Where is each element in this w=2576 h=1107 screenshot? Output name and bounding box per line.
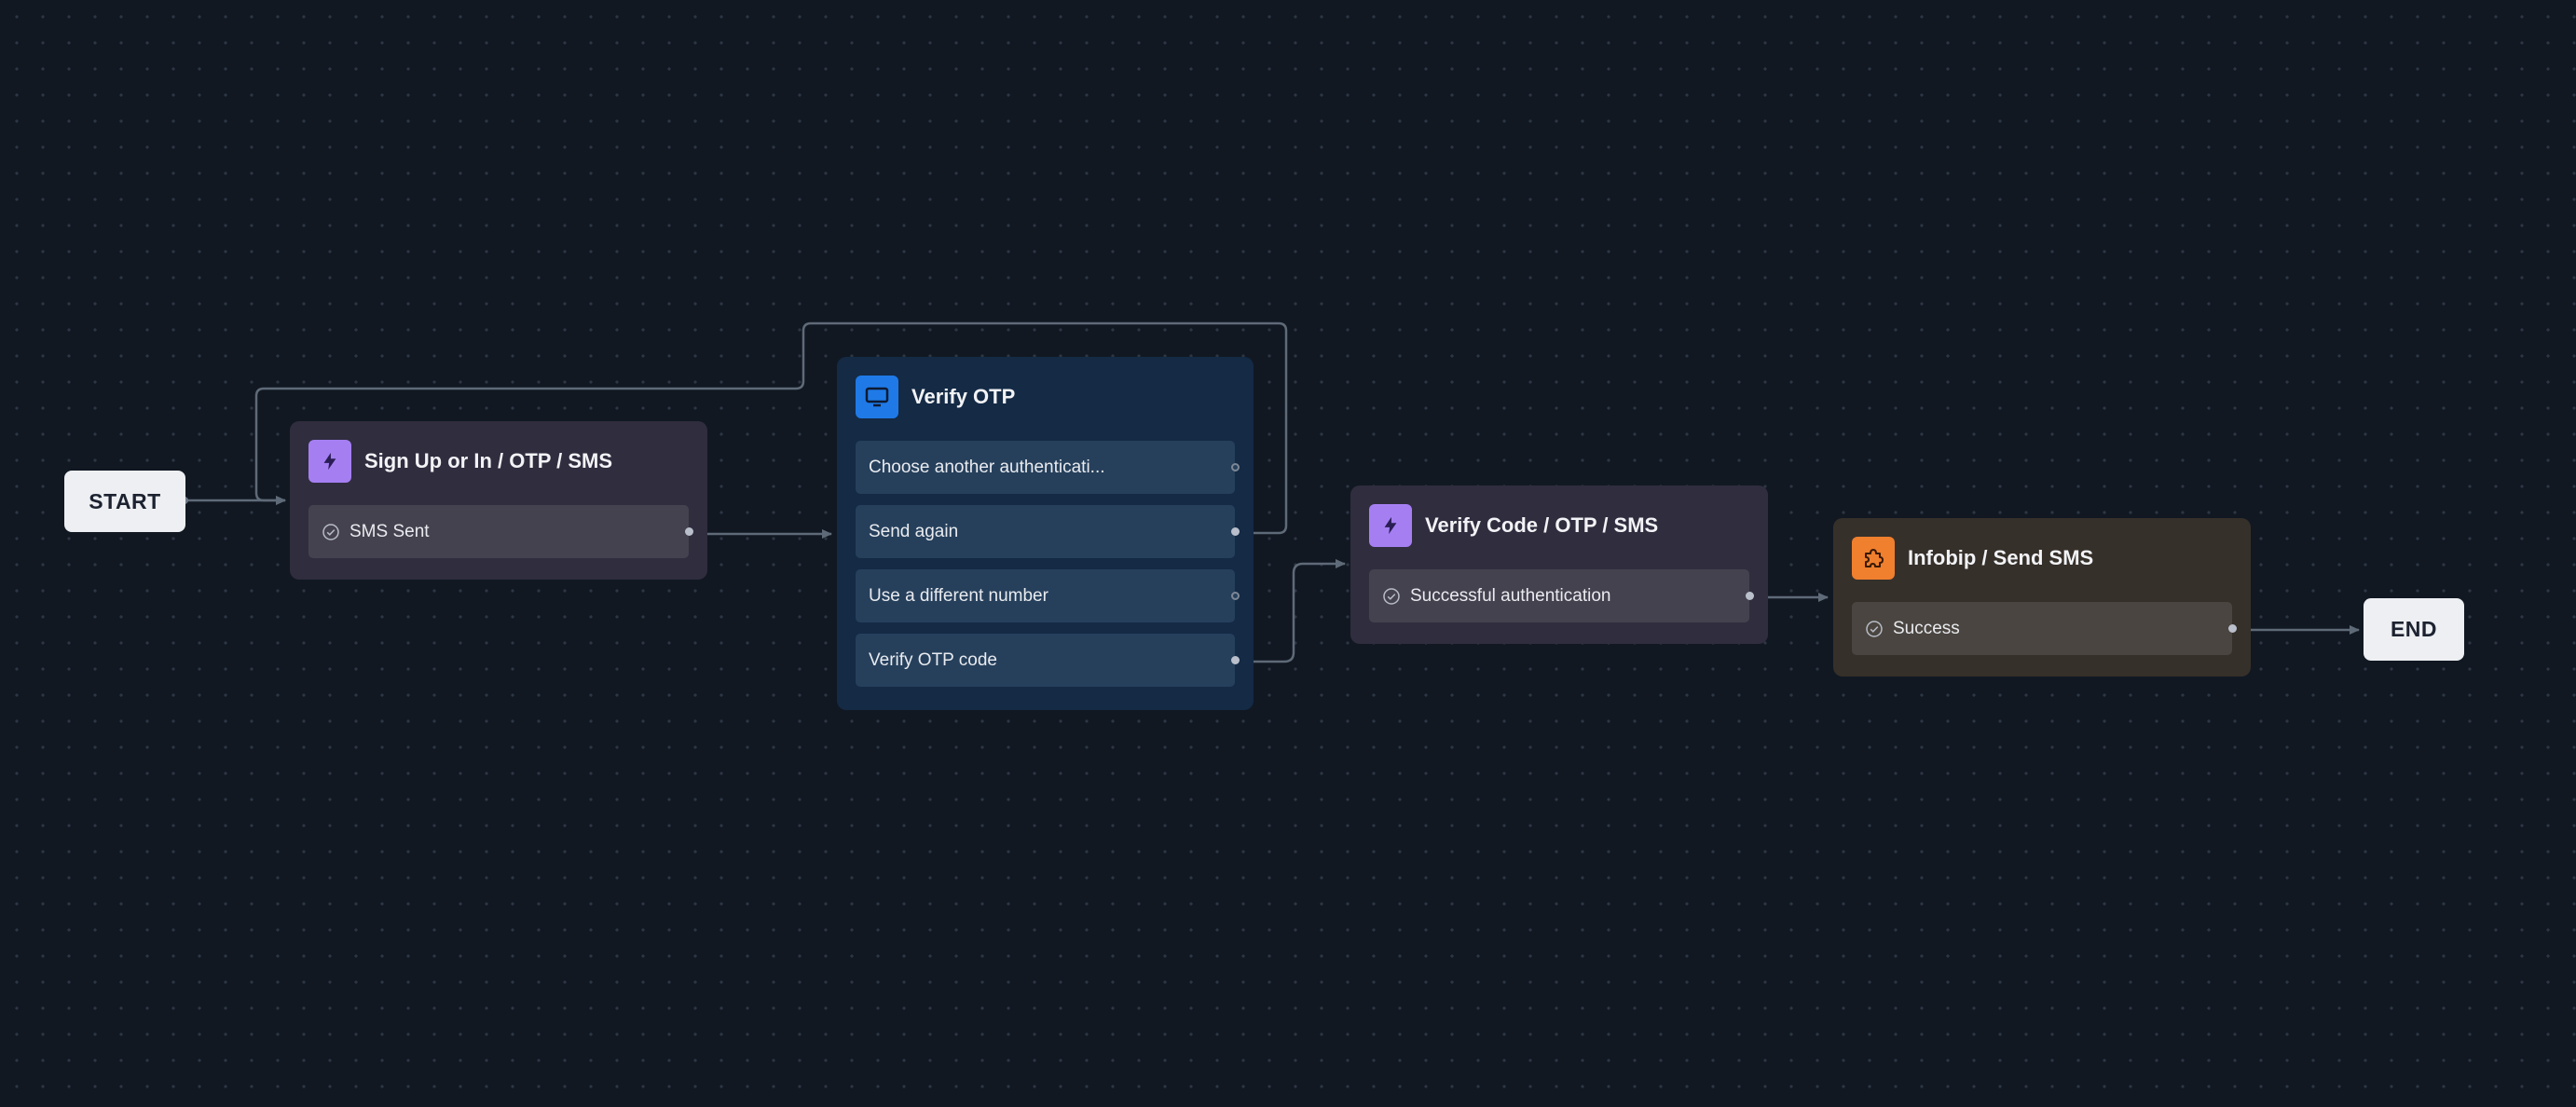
infobip-node-header: Infobip / Send SMS <box>1852 537 2232 580</box>
infobip-node-title: Infobip / Send SMS <box>1908 546 2094 569</box>
check-circle-icon <box>1866 620 1883 637</box>
verify-code-outcome-port[interactable] <box>1746 591 1754 600</box>
verify-otp-outcome-port[interactable] <box>1231 526 1240 536</box>
verify-code-outcome-success[interactable]: Successful authentication <box>1369 569 1754 622</box>
check-circle-icon <box>1383 587 1400 605</box>
infobip-outcome-label: Success <box>1893 618 1960 638</box>
check-circle-icon <box>322 523 339 540</box>
monitor-icon <box>856 376 898 418</box>
verify-otp-outcome-choose-another[interactable]: Choose another authenticati... <box>856 441 1240 494</box>
start-node[interactable]: START <box>64 471 185 532</box>
verify-otp-outcome-port[interactable] <box>1231 591 1240 600</box>
start-node-label: START <box>89 488 161 513</box>
verify-otp-outcome-label: Choose another authenticati... <box>869 457 1105 477</box>
signup-outcome-label: SMS Sent <box>349 521 430 541</box>
lightning-bolt-icon <box>1369 504 1412 547</box>
verify-otp-outcome-label: Send again <box>869 521 959 541</box>
verify-otp-outcome-label: Verify OTP code <box>869 649 997 670</box>
infobip-node[interactable]: Infobip / Send SMS Success <box>1833 518 2251 676</box>
verify-otp-outcome-label: Use a different number <box>869 585 1048 606</box>
verify-otp-node[interactable]: Verify OTP Choose another authenticati..… <box>837 357 1254 710</box>
verify-otp-outcome-verify-code[interactable]: Verify OTP code <box>856 634 1240 687</box>
signup-outcome-sms-sent[interactable]: SMS Sent <box>308 505 693 558</box>
verify-otp-node-title: Verify OTP <box>911 385 1016 408</box>
signup-outcome-port[interactable] <box>685 526 693 536</box>
verify-code-node[interactable]: Verify Code / OTP / SMS Successful authe… <box>1350 485 1768 644</box>
end-node[interactable]: END <box>2364 598 2464 661</box>
lightning-bolt-icon <box>308 440 351 483</box>
infobip-outcome-port[interactable] <box>2228 623 2237 633</box>
verify-otp-outcome-different-number[interactable]: Use a different number <box>856 569 1240 622</box>
end-node-label: END <box>2390 617 2438 641</box>
infobip-outcome-success[interactable]: Success <box>1852 602 2237 655</box>
signup-node-title: Sign Up or In / OTP / SMS <box>364 449 613 472</box>
signup-node-header: Sign Up or In / OTP / SMS <box>308 440 689 483</box>
puzzle-icon <box>1852 537 1895 580</box>
verify-otp-outcome-port[interactable] <box>1231 655 1240 664</box>
verify-code-node-header: Verify Code / OTP / SMS <box>1369 504 1749 547</box>
verify-code-node-title: Verify Code / OTP / SMS <box>1425 513 1659 537</box>
verify-code-outcome-label: Successful authentication <box>1410 585 1611 606</box>
verify-otp-outcome-port[interactable] <box>1231 462 1240 472</box>
verify-otp-node-header: Verify OTP <box>856 376 1235 418</box>
signup-node[interactable]: Sign Up or In / OTP / SMS SMS Sent <box>290 421 707 580</box>
verify-otp-outcome-send-again[interactable]: Send again <box>856 505 1240 558</box>
